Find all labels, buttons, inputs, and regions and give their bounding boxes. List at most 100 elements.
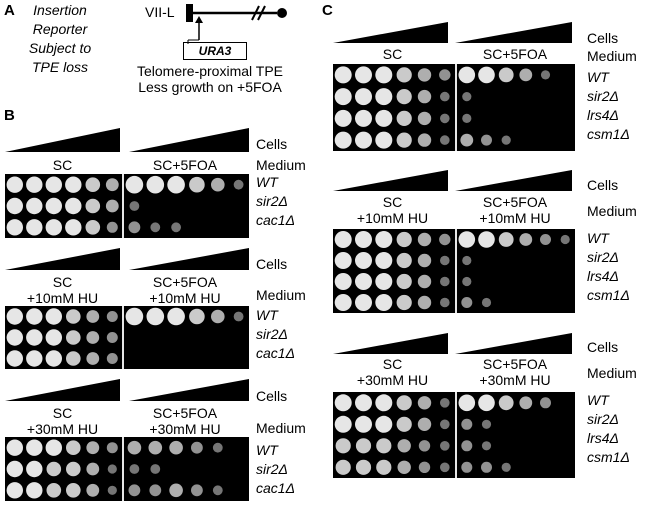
yeast-colony-spot	[6, 482, 23, 499]
yeast-colony-spot	[189, 176, 205, 193]
strain-label: lrs4Δ	[587, 268, 619, 284]
yeast-colony-spot	[105, 178, 119, 192]
medium-line: SC	[52, 274, 73, 290]
medium-label-right: SC+5FOA +10mM HU	[452, 194, 578, 226]
medium-label-left: SC +10mM HU	[335, 194, 450, 226]
yeast-colony-spot	[396, 273, 412, 290]
yeast-colony-spot	[355, 438, 372, 454]
yeast-colony-spot	[45, 350, 62, 367]
yeast-colony-spot	[375, 273, 393, 290]
yeast-colony-spot	[375, 66, 393, 84]
yeast-colony-spot	[355, 66, 372, 84]
yeast-colony-spot	[355, 394, 372, 412]
medium-line: +10mM HU	[479, 210, 551, 226]
medium-line: SC	[382, 194, 403, 210]
strain-label: cac1Δ	[256, 345, 295, 361]
ura3-box: URA3	[183, 42, 247, 60]
medium-label-right: SC+5FOA	[482, 46, 548, 62]
yeast-colony-spot	[396, 89, 412, 105]
plate-divider	[455, 229, 457, 313]
strain-label: csm1Δ	[587, 449, 630, 465]
strain-label: sir2Δ	[256, 461, 288, 477]
yeast-colony-spot	[146, 175, 165, 194]
yeast-colony-spot	[167, 307, 185, 326]
medium-label-left: SC +30mM HU	[335, 356, 450, 388]
yeast-colony-spot	[462, 276, 472, 287]
yeast-colony-spot	[460, 133, 474, 147]
yeast-colony-spot	[481, 419, 492, 429]
yeast-colony-spot	[171, 222, 182, 233]
yeast-colony-spot	[86, 352, 100, 365]
yeast-colony-spot	[191, 441, 203, 454]
yeast-colony-spot	[149, 484, 162, 497]
strain-label: lrs4Δ	[587, 430, 619, 446]
medium-line: SC+5FOA	[152, 274, 218, 290]
yeast-colony-spot	[461, 418, 473, 430]
yeast-colony-spot	[417, 232, 432, 247]
cells-gradient-triangles	[5, 248, 249, 270]
break-mark	[251, 5, 260, 21]
strain-label: WT	[256, 174, 278, 190]
yeast-colony-spot	[417, 274, 432, 289]
yeast-colony-spot	[440, 276, 450, 287]
yeast-colony-spot	[66, 309, 81, 324]
yeast-colony-spot	[478, 231, 495, 248]
yeast-colony-spot	[128, 484, 141, 497]
yeast-colony-spot	[169, 440, 183, 455]
yeast-colony-spot	[461, 440, 473, 452]
insertion-line: Reporter	[32, 21, 88, 37]
yeast-colony-spot	[334, 131, 352, 149]
strain-labels: WT sir2Δ cac1Δ	[256, 173, 295, 230]
yeast-colony-spot	[167, 175, 185, 194]
cells-gradient-triangles	[333, 333, 572, 354]
telomere-block	[186, 4, 193, 22]
yeast-colony-spot	[458, 66, 476, 84]
cells-gradient-triangle	[455, 170, 572, 191]
yeast-colony-spot	[65, 219, 82, 236]
yeast-colony-spot	[501, 135, 511, 145]
yeast-colony-spot	[106, 353, 118, 364]
yeast-colony-spot	[440, 255, 450, 266]
yeast-colony-spot	[396, 231, 412, 248]
yeast-colony-spot	[440, 113, 450, 124]
yeast-colony-spot	[46, 461, 62, 477]
medium-label-left: SC +10mM HU	[5, 274, 120, 306]
cells-gradient-triangle	[5, 379, 120, 401]
yeast-colony-spot	[375, 231, 393, 248]
medium-line: +10mM HU	[149, 290, 221, 306]
plate-divider	[122, 437, 124, 501]
yeast-colony-spot	[440, 398, 450, 408]
colony-spots	[334, 394, 551, 475]
yeast-colony-spot	[461, 297, 473, 308]
medium-label-left: SC	[382, 46, 403, 62]
medium-label: Medium	[587, 203, 637, 219]
yeast-colony-spot	[439, 233, 451, 246]
insertion-arrowhead	[195, 16, 203, 23]
yeast-colony-spot	[86, 331, 100, 344]
yeast-colony-spot	[129, 464, 140, 474]
medium-line: +30mM HU	[149, 421, 221, 437]
medium-label: Medium	[256, 287, 306, 303]
yeast-colony-spot	[6, 219, 23, 236]
yeast-colony-spot	[146, 307, 165, 326]
yeast-colony-spot	[375, 415, 393, 433]
yeast-colony-spot	[540, 70, 551, 80]
yeast-colony-spot	[462, 92, 472, 102]
yeast-colony-spot	[540, 234, 551, 245]
yeast-colony-spot	[125, 307, 144, 326]
yeast-colony-spot	[169, 483, 183, 498]
yeast-colony-spot	[440, 135, 450, 145]
yeast-colony-spot	[129, 201, 140, 211]
cells-gradient-triangles	[333, 22, 572, 43]
yeast-colony-spot	[6, 308, 23, 325]
yeast-colony-spot	[66, 351, 81, 366]
yeast-colony-spot	[334, 88, 352, 106]
yeast-colony-spot	[417, 396, 432, 410]
medium-line: +10mM HU	[26, 290, 99, 306]
yeast-colony-spot	[211, 309, 225, 324]
yeast-colony-spot	[396, 252, 412, 269]
yeast-colony-spot	[418, 461, 431, 473]
caption-line: Telomere-proximal TPE	[136, 63, 283, 79]
yeast-colony-spot	[375, 109, 393, 127]
medium-label-left: SC	[52, 157, 73, 173]
